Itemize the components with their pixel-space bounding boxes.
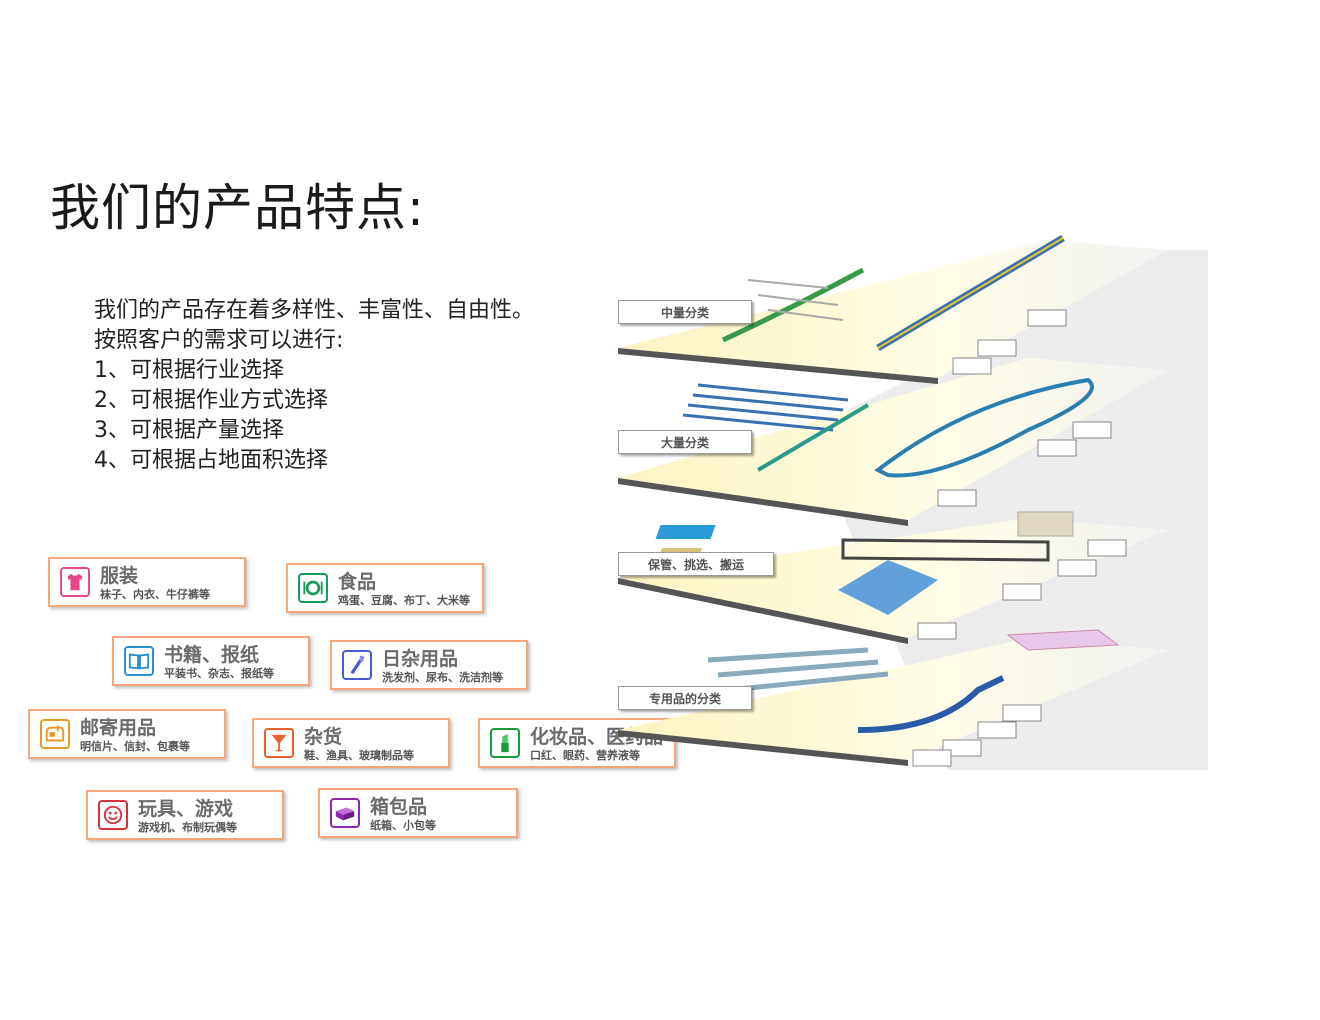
intro-line: 我们的产品存在着多样性、丰富性、自由性。 xyxy=(94,298,535,323)
card-subtitle: 鸡蛋、豆腐、布丁、大米等 xyxy=(338,594,470,607)
category-card-sundries: 杂货 鞋、渔具、玻璃制品等 xyxy=(252,718,450,768)
toothbrush-icon xyxy=(342,650,372,680)
level-label-medium-sort: 中量分类 xyxy=(618,300,752,324)
sorting-system-diagram: 中量分类 大量分类 保管、挑选、搬运 专用品的分类 xyxy=(608,230,1208,790)
category-card-clothing: 服装 袜子、内衣、牛仔裤等 xyxy=(48,557,246,607)
glass-icon xyxy=(264,728,294,758)
card-title: 日杂用品 xyxy=(382,648,459,670)
level-label-storage-picking: 保管、挑选、搬运 xyxy=(618,552,774,576)
intro-line: 1、可根据行业选择 xyxy=(94,358,284,383)
lipstick-icon xyxy=(490,728,520,758)
plate-icon xyxy=(298,573,328,603)
card-title: 食品 xyxy=(338,571,377,593)
category-card-bags: 箱包品 纸箱、小包等 xyxy=(318,788,518,838)
card-subtitle: 洗发剂、尿布、洗洁剂等 xyxy=(382,671,503,684)
intro-line: 4、可根据占地面积选择 xyxy=(94,448,328,473)
card-subtitle: 平装书、杂志、报纸等 xyxy=(164,667,274,680)
card-title: 书籍、报纸 xyxy=(164,644,260,666)
card-title: 玩具、游戏 xyxy=(138,798,234,820)
smiley-icon xyxy=(98,800,128,830)
level-label-special-sort: 专用品的分类 xyxy=(618,686,752,710)
card-title: 邮寄用品 xyxy=(80,717,157,739)
card-subtitle: 游戏机、布制玩偶等 xyxy=(138,821,237,834)
book-icon xyxy=(124,646,154,676)
category-card-mail: 邮寄用品 明信片、信封、包裹等 xyxy=(28,709,226,759)
intro-line: 按照客户的需求可以进行: xyxy=(94,328,344,353)
card-subtitle: 鞋、渔具、玻璃制品等 xyxy=(304,749,414,762)
box-icon xyxy=(330,798,360,828)
category-card-books: 书籍、报纸 平装书、杂志、报纸等 xyxy=(112,636,310,686)
category-card-toys: 玩具、游戏 游戏机、布制玩偶等 xyxy=(86,790,284,840)
category-card-food: 食品 鸡蛋、豆腐、布丁、大米等 xyxy=(286,563,484,613)
category-card-daily-goods: 日杂用品 洗发剂、尿布、洗洁剂等 xyxy=(330,640,528,690)
intro-text: 我们的产品存在着多样性、丰富性、自由性。 按照客户的需求可以进行: 1、可根据行… xyxy=(94,296,534,476)
card-subtitle: 明信片、信封、包裹等 xyxy=(80,740,190,753)
mailbox-icon xyxy=(40,719,70,749)
card-subtitle: 纸箱、小包等 xyxy=(370,819,436,832)
card-title: 服装 xyxy=(100,565,139,587)
shirt-icon xyxy=(60,567,90,597)
level-label-large-sort: 大量分类 xyxy=(618,430,752,454)
intro-line: 2、可根据作业方式选择 xyxy=(94,388,328,413)
card-title: 杂货 xyxy=(304,726,343,748)
card-subtitle: 袜子、内衣、牛仔裤等 xyxy=(100,588,210,601)
page-title: 我们的产品特点: xyxy=(50,179,425,237)
card-title: 箱包品 xyxy=(370,796,428,818)
card-subtitle: 口红、眼药、营养液等 xyxy=(530,749,640,762)
intro-line: 3、可根据产量选择 xyxy=(94,418,284,443)
diagram-illustration xyxy=(618,234,1208,770)
